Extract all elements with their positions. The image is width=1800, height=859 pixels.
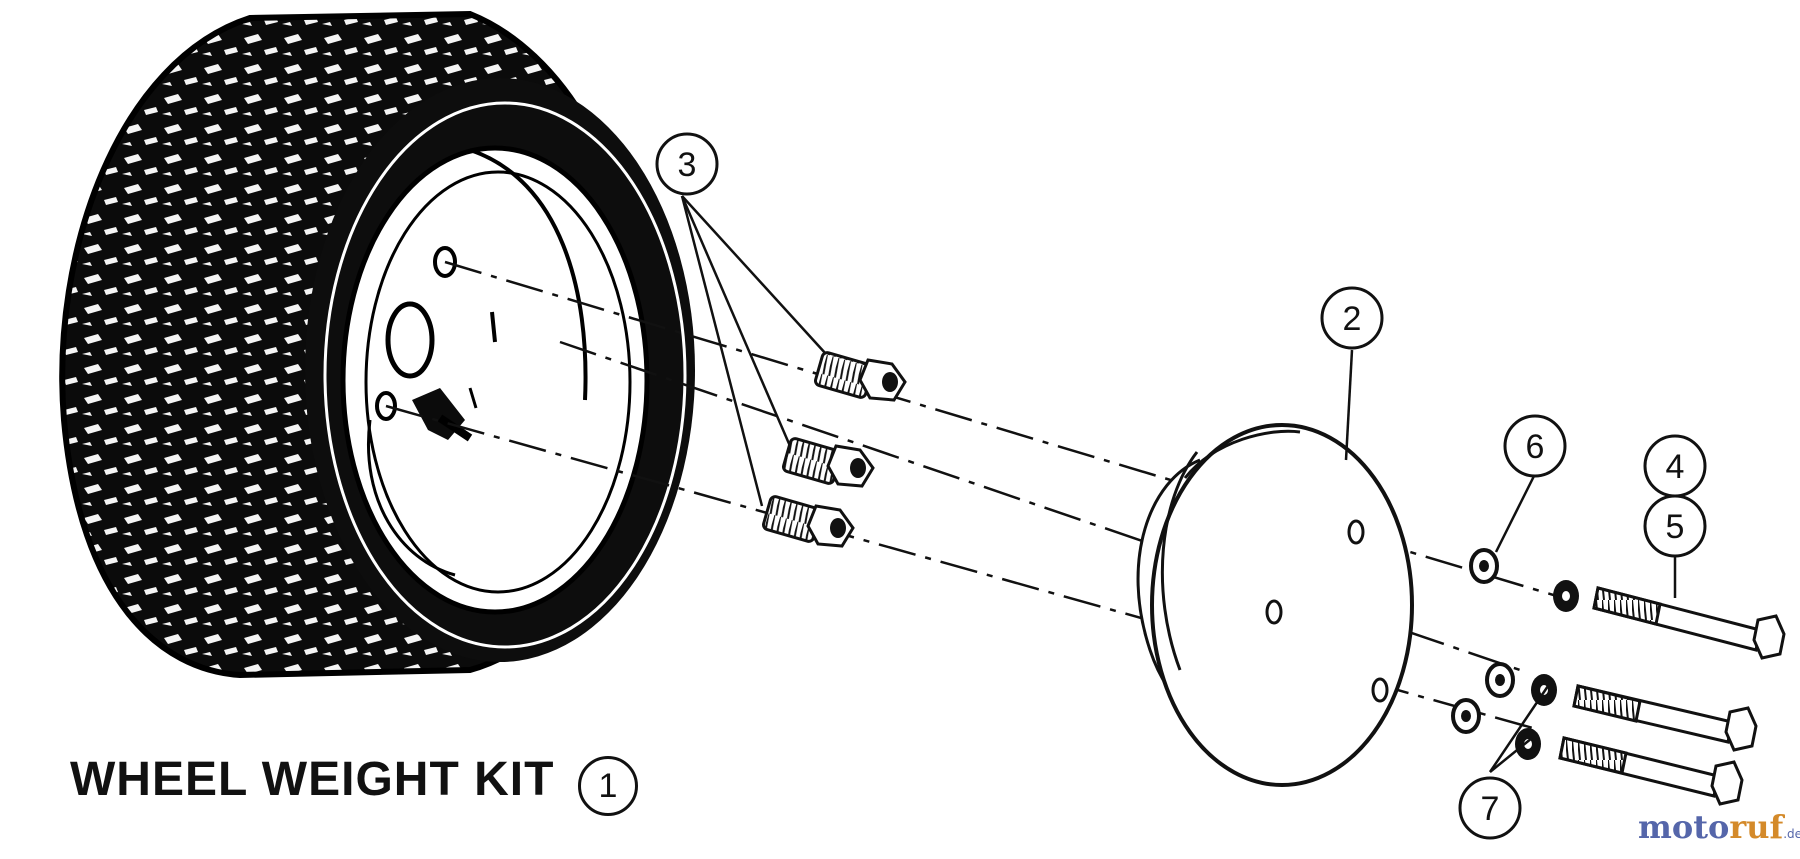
callout-6-label: 6 xyxy=(1526,428,1545,466)
bolt-top xyxy=(1592,586,1786,660)
wheel-weight xyxy=(1136,423,1414,787)
callout-3: 3 xyxy=(655,132,719,196)
bolt-middle xyxy=(1572,684,1758,752)
callout-7: 7 xyxy=(1458,776,1522,840)
brand-part-3: .de xyxy=(1783,827,1800,841)
leader-lines xyxy=(680,195,1677,773)
lug-bolt-bottom xyxy=(762,495,855,548)
washers xyxy=(1451,548,1515,734)
wheel-rim xyxy=(340,145,650,615)
brand-logo: motoruf.de xyxy=(1638,808,1800,846)
callout-4: 4 xyxy=(1643,434,1707,498)
lock-washers xyxy=(1515,580,1579,760)
callout-2: 2 xyxy=(1320,286,1384,350)
brand-part-2: ruf xyxy=(1729,808,1784,846)
callout-3-label: 3 xyxy=(678,146,697,184)
kit-title: WHEEL WEIGHT KIT xyxy=(70,753,555,806)
callout-6: 6 xyxy=(1503,414,1567,478)
lug-bolt-middle xyxy=(782,437,875,488)
brand-part-1: moto xyxy=(1638,808,1730,846)
callout-5-label: 5 xyxy=(1666,508,1685,546)
lug-bolt-top xyxy=(814,351,907,402)
callout-2-label: 2 xyxy=(1343,300,1362,338)
bolt-bottom xyxy=(1558,736,1744,806)
callout-5: 5 xyxy=(1643,494,1707,558)
callout-7-label: 7 xyxy=(1481,790,1500,828)
callout-4-label: 4 xyxy=(1666,448,1685,486)
kit-title-callout: 1 xyxy=(578,756,638,816)
